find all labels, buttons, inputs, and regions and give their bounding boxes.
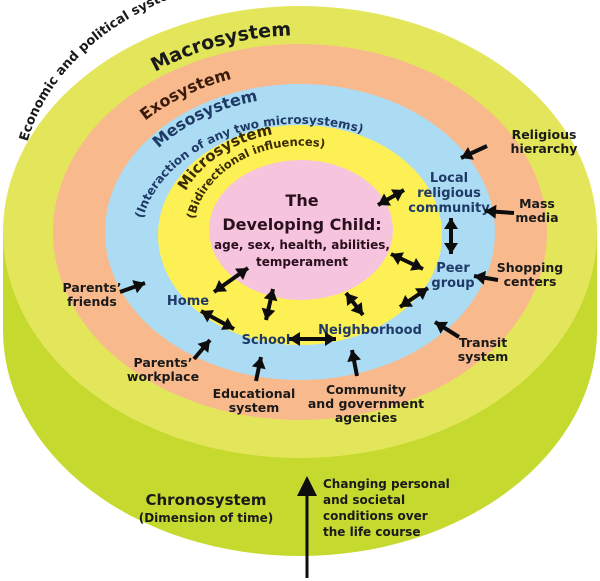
arrow-child-home [212,266,250,294]
exosystem-transit-system: Transit system [458,335,509,364]
svg-text:workplace: workplace [127,369,199,384]
svg-text:Religious: Religious [512,127,577,142]
chronosystem-subtitle: (Dimension of time) [139,511,274,525]
svg-text:Educational: Educational [213,386,296,401]
arrow-child-peer-reverse-head [391,252,404,266]
exosystem-parents-friends: Parents’ friends [63,280,122,309]
arrow-home-school-head [220,317,234,330]
svg-text:conditions over: conditions over [323,509,428,523]
arrow-mass-media [484,204,515,219]
arrow-educational-system [251,356,266,382]
center-title-the: The [285,191,318,210]
exosystem-mass-media: Mass media [515,196,558,225]
svg-text:Peer: Peer [436,261,470,276]
microsystem-peer-group: Peer group [431,261,474,291]
arrow-community-agencies-head [347,350,361,363]
svg-text:Parents’: Parents’ [134,355,193,370]
exosystem-parents-workplace: Parents’ workplace [127,355,199,384]
svg-text:and societal: and societal [323,493,405,507]
center-attributes: age, sex, health, abilities, [214,238,390,252]
svg-text:Community: Community [326,382,406,397]
arrow-mass-media-head [485,204,497,219]
microsystem-neighborhood: Neighborhood [318,323,422,338]
developing-child-center [209,160,393,300]
arrow-child-home-head [234,268,248,281]
exosystem-educational-system: Educational system [213,386,296,415]
svg-text:media: media [515,210,558,225]
arrow-child-peer-head [410,257,423,271]
arrow-parents-friends-head [132,280,145,294]
arrow-school-neighborhood-reverse-head [289,332,300,346]
time-arrow-head [297,476,317,496]
svg-text:Mass: Mass [519,196,555,211]
arrow-child-religious-head [390,189,404,202]
bidirectional-arrows [200,188,458,346]
svg-text:Transit: Transit [459,335,507,350]
arrow-shopping-centers [473,270,499,285]
arrow-school-neighborhood-head [325,332,336,346]
exosystem-religious-hierarchy: Religious hierarchy [511,127,578,156]
arrow-child-home-reverse-head [214,279,228,292]
chronosystem-description: Changing personal and societal condition… [323,477,450,539]
svg-text:agencies: agencies [335,410,397,425]
arrow-home-school-reverse-head [201,310,215,323]
svg-text:hierarchy: hierarchy [511,141,578,156]
arrow-religious-peer-head [444,243,458,254]
svg-text:Local: Local [430,171,468,186]
arrow-parents-friends [119,280,146,294]
arrow-child-neighborhood [344,291,365,317]
svg-text:the life course: the life course [323,525,420,539]
svg-text:community: community [408,201,490,216]
svg-text:group: group [431,276,474,291]
arrow-school-neighborhood [289,332,336,346]
center-temperament: temperament [256,255,348,269]
microsystem-school: School [242,333,291,348]
svg-text:and government: and government [308,396,424,411]
exosystem-community-agencies: Community and government agencies [308,382,424,425]
chronosystem-title: Chronosystem [146,491,267,509]
arrow-home-school [200,309,235,331]
arrow-child-neighborhood-head [350,302,363,315]
arrow-shopping-centers-head [474,270,487,285]
arrow-peer-neighborhood [398,286,430,309]
arrow-peer-neighborhood-reverse-head [400,295,414,307]
arrow-child-religious [377,188,405,207]
microsystem-home: Home [167,294,209,309]
arrow-educational-system-head [251,357,266,370]
center-title-developing-child: Developing Child: [222,215,381,234]
svg-text:Shopping: Shopping [497,260,564,275]
arrow-child-school [261,288,278,321]
svg-text:Parents’: Parents’ [63,280,122,295]
exosystem-shopping-centers: Shopping centers [497,260,564,289]
arrow-community-agencies [347,349,361,377]
svg-text:Changing personal: Changing personal [323,477,450,491]
arrow-peer-neighborhood-head [414,288,428,300]
arrow-transit-system-head [435,321,449,334]
arrow-transit-system [433,320,461,339]
arrow-religious-hierarchy [460,144,488,160]
svg-text:religious: religious [417,186,481,201]
arrow-child-religious-reverse-head [378,193,392,206]
arrow-child-neighborhood-reverse-head [346,293,359,306]
arrow-religious-hierarchy-head [461,147,474,160]
arrow-parents-workplace-head [197,340,210,353]
arrow-religious-peer-reverse-head [444,218,458,229]
microsystem-local-religious-community: Local religious community [408,171,490,216]
arrow-child-school-reverse-head [263,289,278,302]
svg-text:system: system [458,349,509,364]
arrow-child-peer [390,252,424,271]
svg-text:system: system [229,400,280,415]
svg-text:friends: friends [67,294,117,309]
arrow-religious-peer [444,218,458,254]
arrow-child-school-head [261,307,276,320]
arrow-parents-workplace [192,338,212,361]
unidirectional-arrows [119,144,515,382]
svg-text:centers: centers [504,274,557,289]
